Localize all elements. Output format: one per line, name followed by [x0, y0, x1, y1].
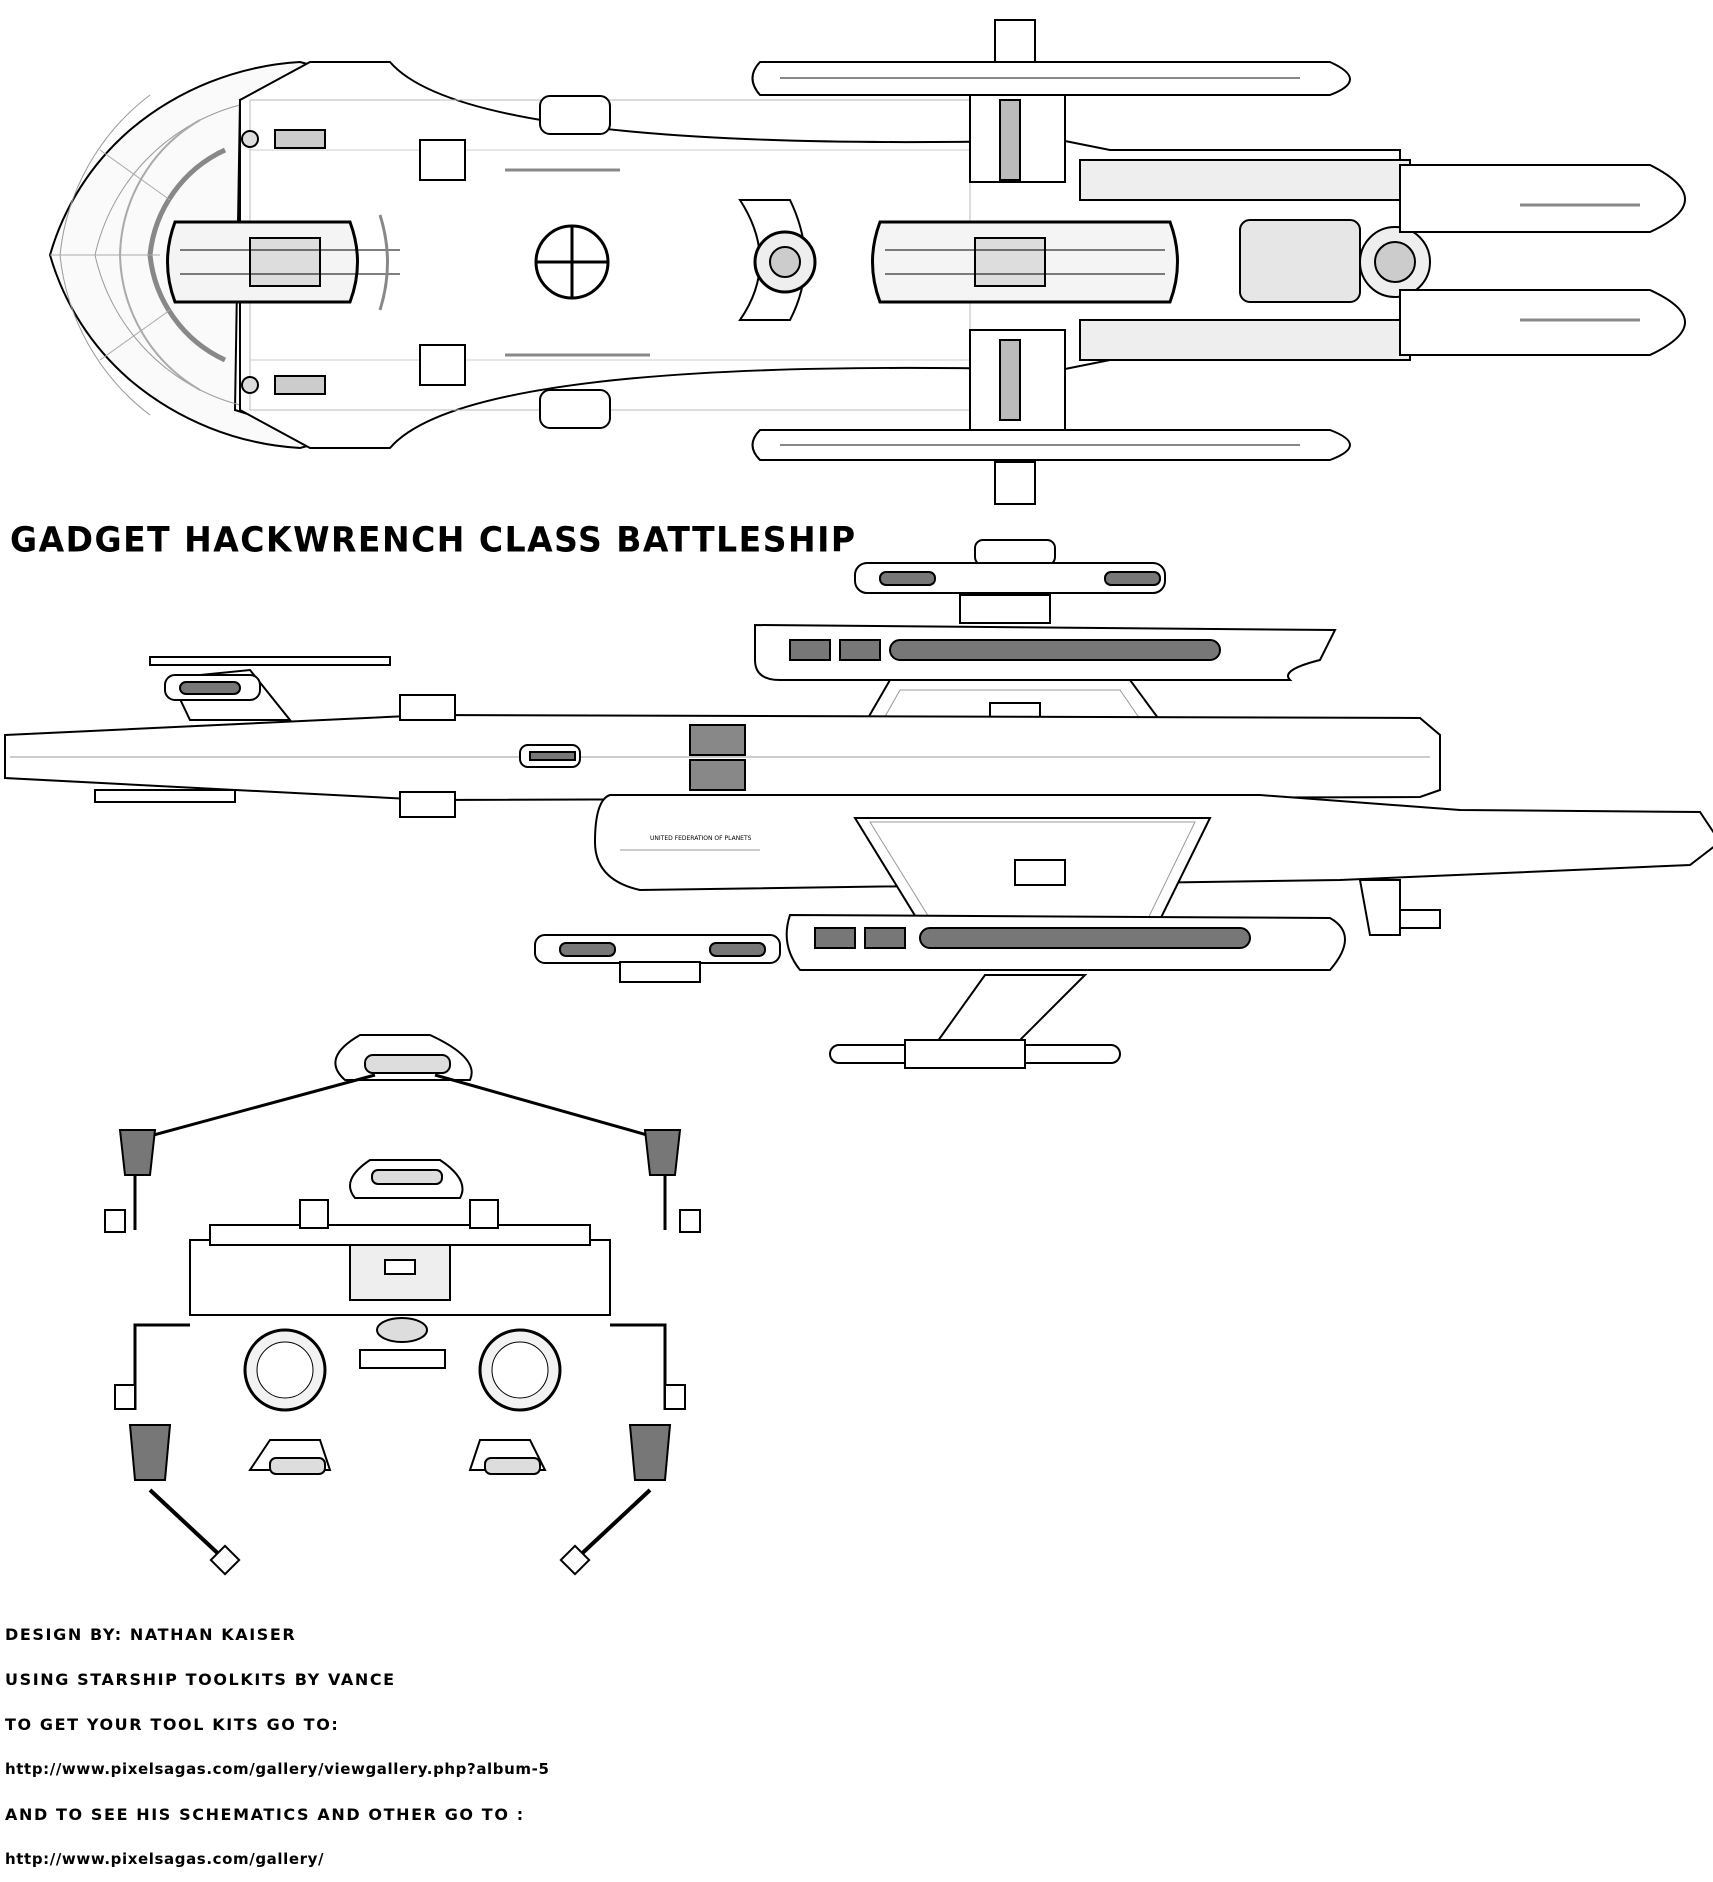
credits-block: DESIGN BY: NATHAN KAISER USING STARSHIP …	[5, 1612, 550, 1882]
upper-warp-nacelle	[1079, 159, 1411, 201]
side-view: UNITED FEDERATION OF PLANETS	[4, 539, 1713, 1069]
credit-designer: DESIGN BY: NATHAN KAISER	[5, 1625, 297, 1644]
top-view	[48, 19, 1686, 505]
ship-class-title: GADGET HACKWRENCH CLASS BATTLESHIP	[10, 519, 857, 560]
credit-toolkit-instructions: TO GET YOUR TOOL KITS GO TO:	[5, 1715, 340, 1734]
upper-nacelle-head	[1399, 164, 1686, 233]
dorsal-hub	[854, 562, 1166, 594]
main-hull-top	[239, 61, 1401, 449]
credit-schematics-instructions: AND TO SEE HIS SCHEMATICS AND OTHER GO T…	[5, 1805, 525, 1824]
credit-toolkits: USING STARSHIP TOOLKITS BY VANCE	[5, 1670, 396, 1689]
front-view	[104, 1034, 701, 1576]
lower-nacelle-head	[1399, 289, 1686, 356]
hull-marking: UNITED FEDERATION OF PLANETS	[650, 835, 752, 842]
credit-toolkit-link[interactable]: http://www.pixelsagas.com/gallery/viewga…	[5, 1760, 550, 1778]
